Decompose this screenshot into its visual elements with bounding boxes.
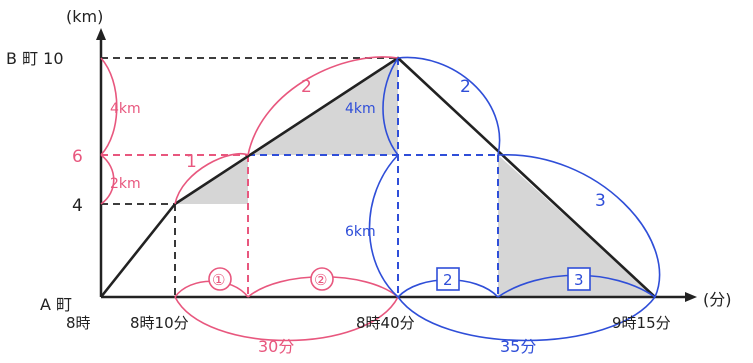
pink-2km-label: 2km	[110, 176, 141, 192]
blue-total-label: 35分	[500, 337, 536, 356]
pink-4km-label: 4km	[110, 101, 141, 117]
blue-6km-label: 6km	[345, 224, 376, 240]
blue-arc-seg2	[397, 56, 501, 156]
pink-circle-2-mark	[310, 267, 334, 291]
pink-arc-left-lower	[100, 154, 115, 205]
b-town-label: B 町 10	[6, 49, 64, 68]
y-axis-arrow	[96, 28, 106, 40]
pink-total-label: 30分	[258, 337, 294, 356]
y-unit-label: (km)	[66, 7, 103, 26]
a-town-label: A 町	[40, 295, 72, 314]
time-840-label: 8時40分	[356, 314, 415, 332]
y-tick-6-label: 6	[72, 147, 83, 167]
pink-arc-left-upper	[100, 57, 118, 156]
blue-box-3-label: 3	[574, 271, 584, 289]
pink-arc-total	[174, 296, 399, 342]
x-unit-label: (分)	[703, 290, 732, 309]
time-915-label: 9時15分	[612, 314, 671, 332]
y-tick-4-label: 4	[72, 196, 83, 216]
pink-circle-1-label: ①	[212, 271, 225, 289]
travel-graph-line	[99, 56, 656, 298]
pink-ratio-2-label: 2	[301, 77, 312, 97]
blue-ratio-3-label: 3	[595, 191, 606, 211]
blue-4km-label: 4km	[345, 101, 376, 117]
blue-arc-seg3	[497, 154, 661, 298]
pink-arc-seg1	[174, 152, 249, 205]
blue-arc-upper	[382, 57, 399, 156]
time-800-label: 8時	[66, 314, 91, 332]
pink-ratio-1-label: 1	[186, 152, 197, 172]
x-axis-arrow	[685, 292, 697, 302]
blue-arc-lower	[368, 154, 399, 298]
pink-circle-1-mark	[208, 267, 232, 291]
pink-circle-2-label: ②	[314, 271, 327, 289]
blue-box-3-mark	[567, 267, 591, 291]
pink-arc-seg2	[247, 56, 399, 156]
blue-box-2-label: 2	[443, 271, 453, 289]
blue-arc-total	[397, 296, 656, 342]
time-810-label: 8時10分	[130, 314, 189, 332]
blue-ratio-2-label: 2	[460, 77, 471, 97]
blue-box-2-mark	[436, 267, 460, 291]
